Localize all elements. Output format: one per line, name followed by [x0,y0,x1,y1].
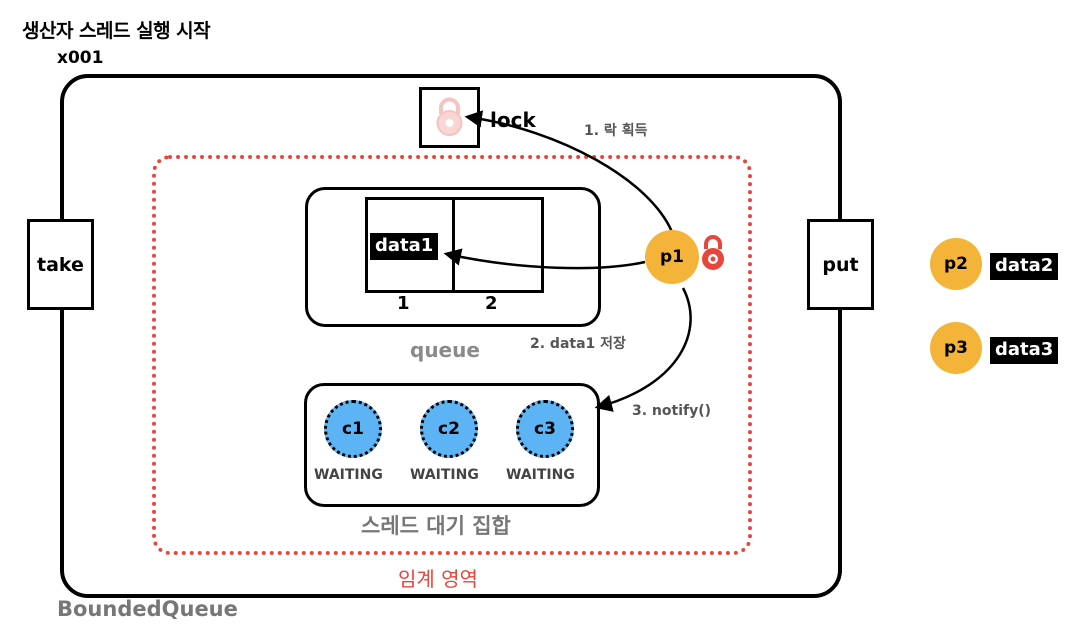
lock-held-icon [702,235,724,270]
wait-set-label: 스레드 대기 집합 [361,514,511,538]
queue-label: queue [410,338,480,362]
consumer-thread-c3: c3 [516,400,574,458]
producer-p2-data: data2 [990,253,1059,280]
producer-thread-p2: p2 [930,238,982,290]
queue-slot-2 [452,197,544,293]
bounded-queue-frame [60,74,842,598]
put-method-box: put [807,219,874,310]
instance-address: x001 [57,48,104,68]
producer-thread-p1: p1 [645,230,699,284]
step-3-label: 3. notify() [632,403,712,419]
consumer-c1-state: WAITING [314,467,383,483]
queue-index-2: 2 [485,293,498,314]
critical-section-label: 임계 영역 [398,567,478,591]
class-label: BoundedQueue [57,597,238,621]
arrow-store-data [443,248,646,270]
take-method-box: take [27,219,94,310]
step-1-label: 1. 락 획득 [584,123,648,139]
producer-p3-data: data3 [990,337,1059,364]
page-title: 생산자 스레드 실행 시작 [22,20,211,42]
consumer-thread-c1: c1 [324,400,382,458]
arrow-acquire-lock [464,110,674,233]
producer-thread-p3: p3 [930,322,982,374]
queue-index-1: 1 [397,293,410,314]
critical-section-frame [152,155,752,555]
consumer-c3-state: WAITING [506,467,575,483]
step-2-label: 2. data1 저장 [530,336,626,352]
consumer-c2-state: WAITING [410,467,479,483]
queue-slot-1-value: data1 [370,233,439,260]
consumer-thread-c2: c2 [420,400,478,458]
arrow-notify [594,287,692,412]
lock-faded-icon [436,97,463,136]
lock-label: lock [490,108,536,132]
